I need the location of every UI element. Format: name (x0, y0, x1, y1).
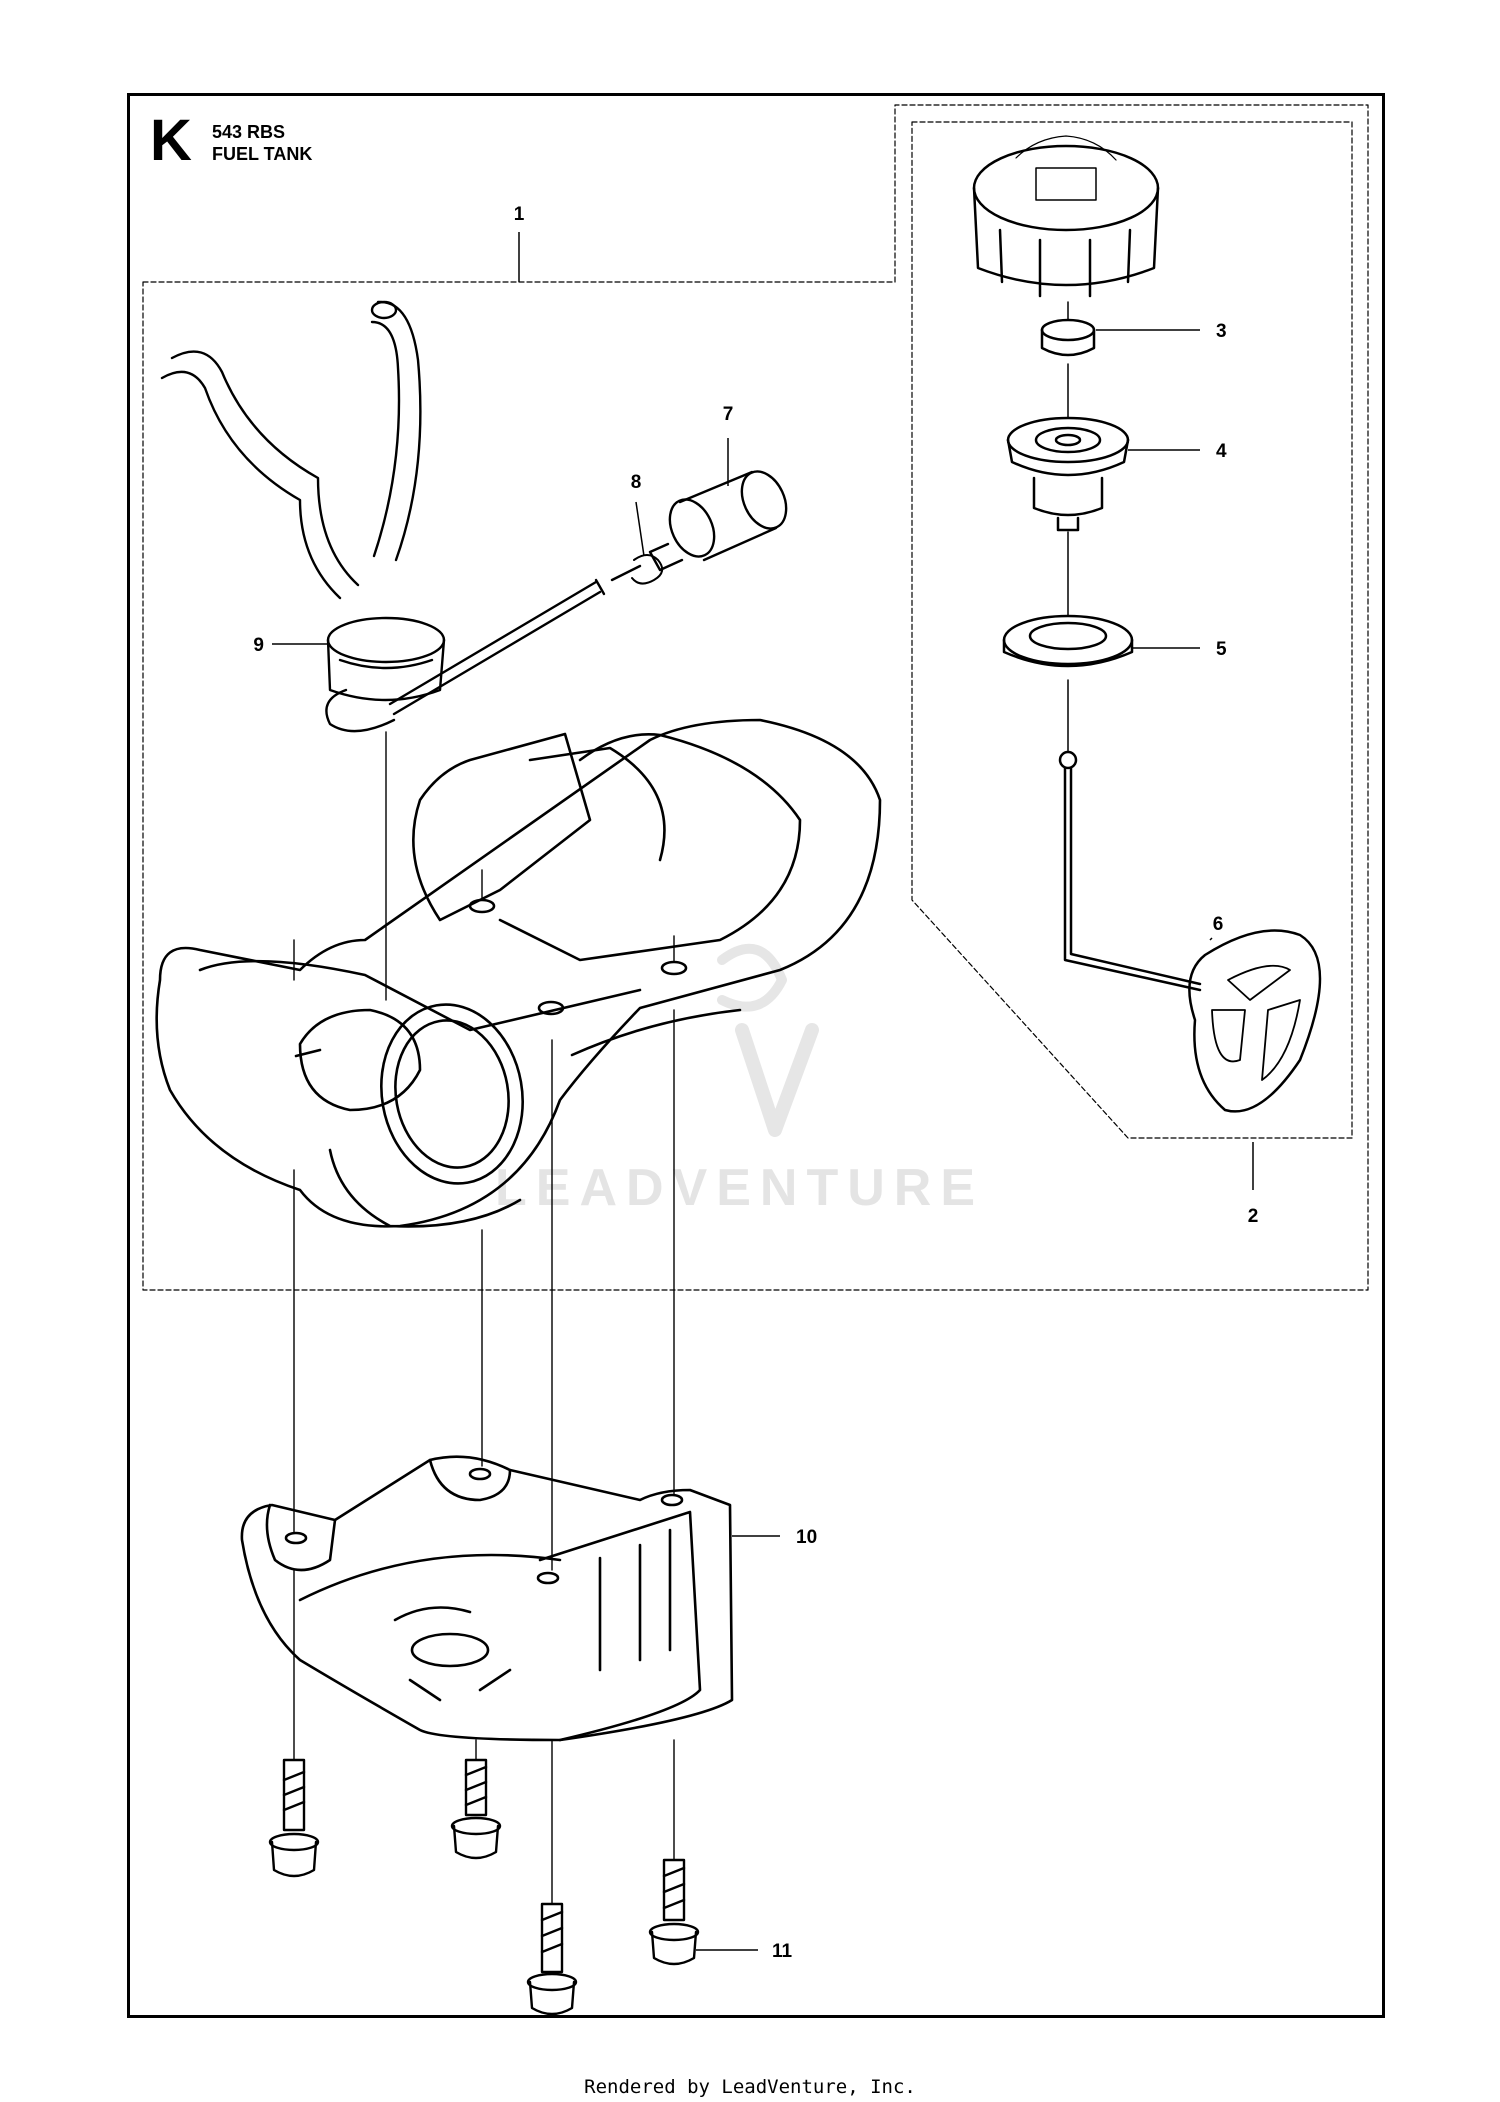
strainer-part-6 (1058, 750, 1322, 1113)
fuel-tank-body (155, 718, 882, 1228)
vent-valve-part-4 (1006, 416, 1130, 532)
clip-part-8 (631, 554, 664, 585)
tank-bracket-part-10 (240, 1455, 734, 1742)
callout-1: 1 (514, 204, 525, 225)
drawing-frame (127, 93, 1385, 2018)
callout-8: 8 (631, 472, 642, 493)
diagram-title: FUEL TANK (212, 144, 313, 164)
assembly-2-outline (911, 121, 1353, 1139)
screw-part-11 (526, 1902, 578, 2016)
sheet-letter: K (150, 108, 192, 173)
watermark-logo (717, 943, 819, 1137)
grommet-part-9 (325, 616, 446, 733)
model-name: 543 RBS (212, 122, 286, 142)
washer-part-5 (1002, 614, 1134, 668)
callout-3: 3 (1216, 321, 1227, 342)
screw-part-11 (268, 1758, 320, 1878)
pickup-tube (388, 564, 642, 716)
assembly-1-outline (142, 104, 1369, 1291)
callout-2: 2 (1248, 1206, 1259, 1227)
screw-part-11 (450, 1758, 502, 1860)
fuel-cap (972, 135, 1160, 298)
callout-11: 11 (772, 1941, 793, 1962)
callout-9: 9 (253, 635, 264, 656)
callout-5: 5 (1216, 639, 1227, 660)
leader-lines (272, 232, 1254, 1951)
fuel-filter-part-7 (648, 470, 788, 572)
watermark-text: LEADVENTURE (495, 1159, 984, 1217)
callout-7: 7 (723, 404, 734, 425)
screw-part-11 (648, 1858, 700, 1966)
callout-6: 6 (1213, 914, 1224, 935)
alignment-lines (293, 731, 675, 1905)
callout-4: 4 (1216, 441, 1227, 462)
render-credit: Rendered by LeadVenture, Inc. (584, 2076, 916, 2098)
fuel-hoses (160, 300, 422, 600)
cap-seal-part-3 (1040, 318, 1096, 357)
callout-10: 10 (796, 1527, 817, 1548)
